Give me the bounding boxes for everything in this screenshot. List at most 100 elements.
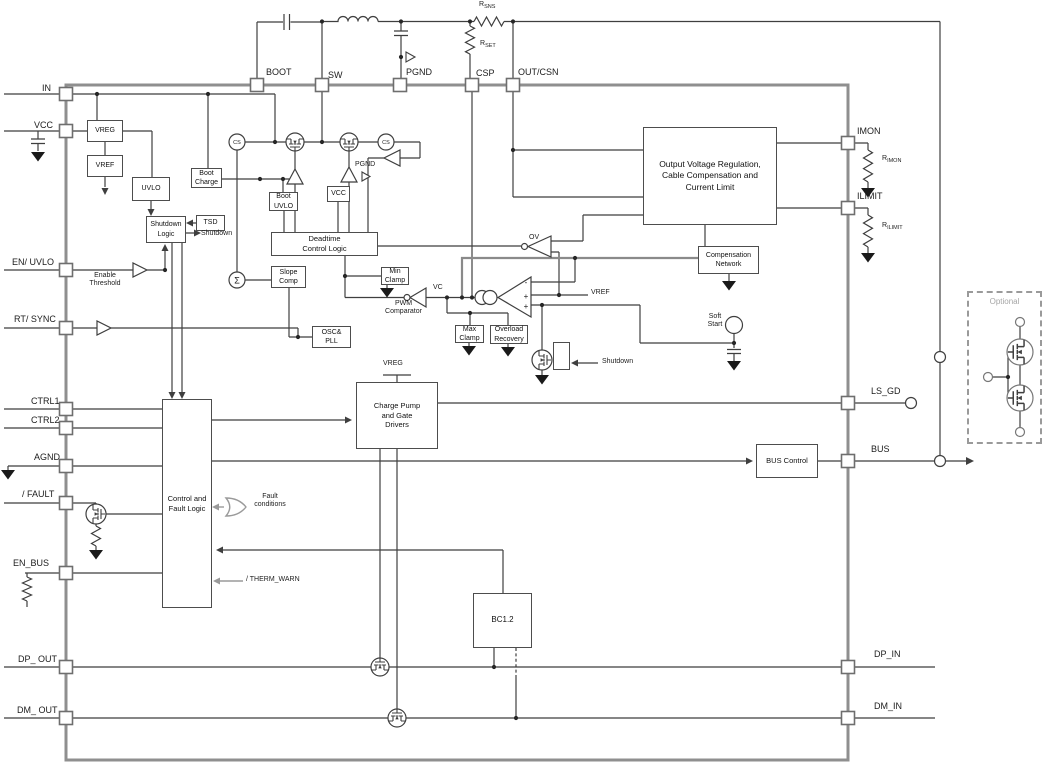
dp-in-label: DP_IN — [874, 649, 901, 659]
pin-bus — [840, 453, 856, 469]
cs-left-circle — [228, 133, 246, 151]
vcc-label: VCC — [34, 120, 54, 130]
resistor-rsns — [473, 15, 505, 28]
uvlo-block: UVLO — [132, 177, 170, 201]
pin-vcc — [58, 123, 74, 139]
pgnd-arrows — [361, 51, 417, 182]
ctrl2-label: CTRL2 — [31, 415, 60, 425]
sigma-label: Σ — [234, 276, 240, 286]
bc12-block: BC1.2 — [473, 593, 532, 648]
pgnd-arrow-top — [405, 51, 417, 63]
circle-symbols — [228, 133, 1026, 468]
enable-comparator — [132, 262, 149, 278]
pin-pgnd — [392, 77, 408, 93]
pin-dp-out — [58, 659, 74, 675]
wires — [4, 14, 1021, 719]
bus-terminal — [933, 454, 947, 468]
arrowheads — [101, 188, 974, 554]
opt-top-terminal — [1014, 316, 1026, 328]
vc-label: VC — [433, 284, 443, 291]
pin-sw — [314, 77, 330, 93]
tsd-block: TSD — [196, 215, 225, 231]
inductor — [322, 15, 379, 23]
dm-in-label: DM_IN — [874, 701, 903, 711]
compensation-wire — [460, 256, 698, 298]
enable-threshold-label: Enable Threshold — [89, 272, 121, 288]
pgnd-label: PGND — [406, 67, 433, 77]
vcc-block: VCC — [327, 186, 350, 202]
output-voltage-regulation-block: Output Voltage Regulation, Cable Compens… — [643, 127, 777, 225]
fault-or-gate — [224, 497, 247, 517]
imon-label: IMON — [857, 126, 881, 136]
pwm-comparator-label: PWM Comparator — [385, 300, 422, 316]
slope-comp-block: Slope Comp — [271, 266, 306, 288]
fault-conditions-label: Fault conditions — [254, 493, 286, 509]
shutdown-out-label: Shutdown — [201, 230, 233, 237]
pwm-comparator-tri — [408, 286, 427, 309]
bus-label: BUS — [871, 444, 890, 454]
gray-annotation-arrows — [212, 503, 243, 585]
pin-boot — [249, 77, 265, 93]
en-uvlo-label: EN/ UVLO — [12, 257, 55, 267]
therm-warn-label: / THERM_WARN — [246, 576, 300, 583]
rset-label: RSET — [480, 40, 496, 49]
error-amp — [496, 275, 532, 319]
pins — [58, 77, 856, 726]
osc-pll-block: OSC& PLL — [312, 326, 351, 348]
amplifiers — [96, 149, 552, 336]
pin-ls-gd — [840, 395, 856, 411]
min-clamp-block: Min Clamp — [381, 267, 409, 285]
erramp-minus: - — [525, 278, 528, 287]
erramp-plus2: + — [524, 302, 529, 311]
en-bus-label: EN_BUS — [13, 558, 50, 568]
dm-out-label: DM_ OUT — [17, 705, 58, 715]
ctrl1-label: CTRL1 — [31, 396, 60, 406]
pin-dm-out — [58, 710, 74, 726]
opt-bottom-terminal — [1014, 426, 1026, 438]
shutdown-logic-block: Shutdown Logic — [146, 216, 186, 243]
pgnd-arrow-mini — [361, 171, 372, 182]
resistor-rimon — [862, 149, 874, 183]
hs-driver — [286, 167, 304, 185]
ilimit-label: ILIMIT — [857, 191, 883, 201]
pin-rt-sync — [58, 320, 74, 336]
resistor-rset — [464, 25, 476, 55]
soft-start-label: Soft Start — [707, 313, 723, 329]
charge-pump-block: Charge Pump and Gate Drivers — [356, 382, 438, 449]
pin-ctrl2 — [58, 420, 74, 436]
pin-fault — [58, 495, 74, 511]
rt-sync-label: RT/ SYNC — [14, 314, 56, 324]
cs-left-label: CS — [233, 140, 241, 146]
deadtime-block: Deadtime Control Logic — [271, 232, 378, 256]
control-fault-logic-block: Control and Fault Logic — [162, 399, 212, 608]
fault-label: / FAULT — [22, 489, 55, 499]
rilimit-label: RILIMIT — [882, 222, 903, 231]
pin-imon — [840, 135, 856, 151]
optional-box — [967, 291, 1042, 444]
csp-label: CSP — [476, 68, 495, 78]
out-rail-terminal — [933, 350, 947, 364]
cs-amp — [382, 149, 401, 167]
pin-in — [58, 86, 74, 102]
resistor-rilimit — [862, 214, 874, 248]
ls-gd-label: LS_GD — [871, 386, 901, 396]
lsgd-terminal — [904, 396, 918, 410]
opt-gate-terminal — [982, 371, 994, 383]
in-label: IN — [42, 83, 51, 93]
vref-mid-label: VREF — [591, 289, 610, 296]
gm-circle-2 — [482, 289, 498, 306]
vref-block: VREF — [87, 155, 123, 177]
cs-right-label: CS — [382, 140, 390, 146]
boot-charge-block: Boot Charge — [191, 168, 222, 188]
pwm-bubble — [403, 293, 411, 302]
ls-driver — [340, 165, 358, 183]
agnd-label: AGND — [34, 452, 61, 462]
soft-start-source — [724, 315, 744, 335]
pin-dm-in — [840, 710, 856, 726]
ground-symbols — [1, 152, 875, 560]
junction-dots — [94, 19, 1011, 721]
rtsync-buffer — [96, 320, 113, 336]
vreg-supply-label: VREG — [383, 360, 403, 367]
